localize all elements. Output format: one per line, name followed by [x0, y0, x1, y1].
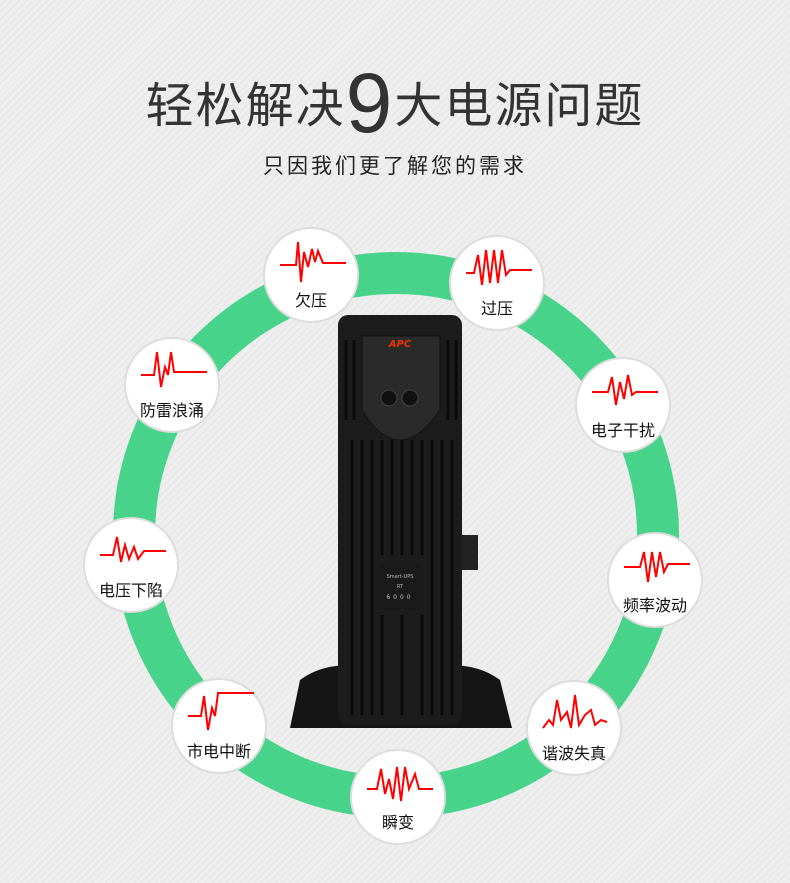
ups-image: APC Smart-UPS RT 6000 — [290, 315, 512, 728]
ups-model: Smart-UPS — [387, 574, 414, 580]
problem-badge: 频率波动 — [607, 532, 703, 628]
problem-badge: 市电中断 — [171, 678, 267, 774]
waveform-icon — [542, 694, 608, 729]
problem-badge: 防雷浪涌 — [124, 337, 220, 433]
brand-logo: APC — [388, 339, 412, 350]
waveform-icon — [367, 766, 433, 802]
problem-label: 频率波动 — [622, 596, 687, 615]
problem-label: 电压下陷 — [98, 581, 163, 600]
waveform-icon — [592, 374, 658, 406]
problem-label: 电子干扰 — [590, 421, 655, 440]
problem-label: 过压 — [480, 299, 513, 318]
waveform-icon — [141, 351, 207, 388]
waveform-icon — [188, 692, 254, 731]
problem-badge: 电子干扰 — [575, 357, 671, 453]
problem-badge: 谐波失真 — [526, 680, 622, 776]
waveform-icon — [624, 551, 690, 583]
problem-label: 市电中断 — [186, 742, 251, 761]
subtitle: 只因我们更了解您的需求 — [263, 154, 527, 178]
problem-label: 欠压 — [294, 291, 327, 310]
page-title: 轻松解决9大电源问题 — [145, 56, 645, 150]
problem-label: 防雷浪涌 — [139, 401, 204, 420]
waveform-icon — [100, 536, 166, 563]
problem-badge: 欠压 — [263, 227, 359, 323]
ups-series: RT — [397, 584, 404, 590]
problem-label: 谐波失真 — [541, 744, 606, 763]
problem-label: 瞬变 — [381, 813, 414, 832]
problem-badge: 过压 — [449, 235, 545, 331]
ups-capacity: 6000 — [386, 594, 413, 601]
problem-badge: 瞬变 — [350, 749, 446, 845]
waveform-icon — [280, 241, 346, 283]
problem-badge: 电压下陷 — [83, 517, 179, 613]
waveform-icon — [466, 249, 532, 286]
